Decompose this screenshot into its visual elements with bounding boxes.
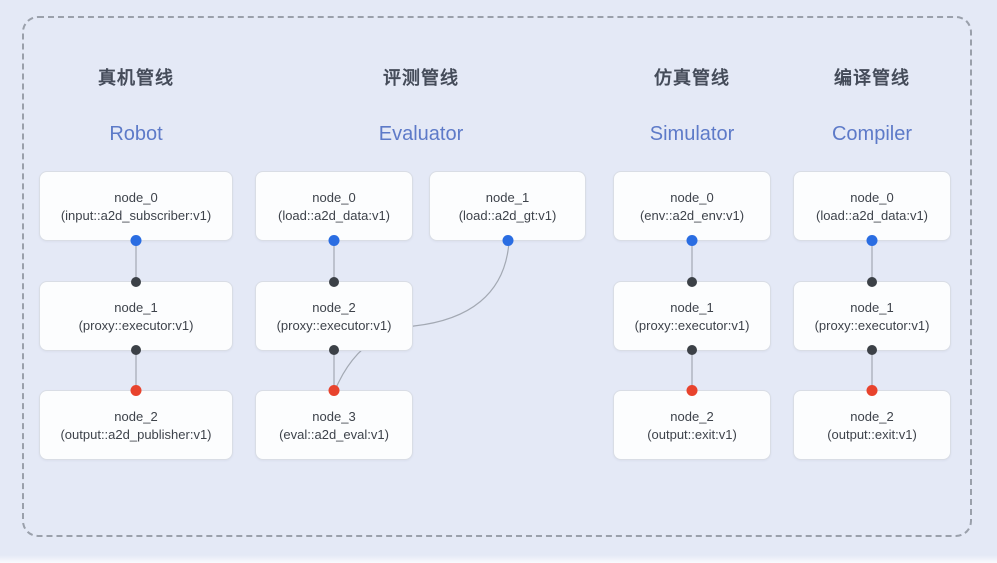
node-robot-1: node_1 (proxy::executor:v1) bbox=[39, 277, 233, 355]
output-port-dot bbox=[867, 345, 877, 355]
node-type: (output::exit:v1) bbox=[647, 426, 737, 442]
input-port-dot bbox=[687, 277, 697, 287]
node-name: node_3 bbox=[312, 408, 356, 424]
source-port-dot bbox=[866, 235, 878, 246]
node-name: node_0 bbox=[670, 189, 714, 205]
terminal-port-dot bbox=[328, 385, 340, 396]
node-name: node_1 bbox=[850, 299, 894, 315]
node-robot-2: node_2 (output::a2d_publisher:v1) bbox=[39, 385, 233, 460]
dashed-border-frame bbox=[22, 16, 972, 537]
node-type: (load::a2d_data:v1) bbox=[277, 207, 391, 223]
node-name: node_0 bbox=[114, 189, 158, 205]
terminal-port-dot bbox=[686, 385, 698, 396]
pipeline-simulator-title-en: Simulator bbox=[649, 123, 735, 145]
source-port-dot bbox=[130, 235, 142, 246]
node-compiler-0: node_0 (load::a2d_data:v1) bbox=[793, 171, 951, 246]
input-port-dot bbox=[867, 277, 877, 287]
node-simulator-0: node_0 (env::a2d_env:v1) bbox=[613, 171, 771, 246]
source-port-dot bbox=[328, 235, 340, 246]
node-type: (proxy::executor:v1) bbox=[634, 317, 750, 333]
node-type: (load::a2d_gt:v1) bbox=[458, 207, 557, 223]
input-port-dot bbox=[131, 277, 141, 287]
edge-eval-n1-n3-curve bbox=[335, 241, 510, 389]
node-evaluator-2: node_2 (proxy::executor:v1) bbox=[255, 277, 413, 355]
pipeline-evaluator-title-zh: 评测管线 bbox=[383, 68, 459, 88]
node-type: (load::a2d_data:v1) bbox=[815, 207, 929, 223]
pipeline-robot-title-zh: 真机管线 bbox=[98, 68, 174, 88]
pipeline-robot-title-en: Robot bbox=[109, 123, 163, 145]
source-port-dot bbox=[502, 235, 513, 246]
node-name: node_2 bbox=[670, 408, 714, 424]
node-evaluator-0: node_0 (load::a2d_data:v1) bbox=[255, 171, 413, 246]
node-name: node_2 bbox=[850, 408, 894, 424]
source-port-dot bbox=[686, 235, 698, 246]
node-type: (proxy::executor:v1) bbox=[276, 317, 392, 333]
node-evaluator-3: node_3 (eval::a2d_eval:v1) bbox=[255, 385, 413, 460]
node-type: (input::a2d_subscriber:v1) bbox=[60, 207, 212, 223]
node-type: (proxy::executor:v1) bbox=[78, 317, 194, 333]
node-type: (env::a2d_env:v1) bbox=[639, 207, 745, 223]
node-name: node_2 bbox=[312, 299, 356, 315]
input-port-dot bbox=[329, 277, 339, 287]
output-port-dot bbox=[687, 345, 697, 355]
node-compiler-2: node_2 (output::exit:v1) bbox=[793, 385, 951, 460]
node-robot-0: node_0 (input::a2d_subscriber:v1) bbox=[39, 171, 233, 246]
node-name: node_1 bbox=[114, 299, 158, 315]
node-simulator-2: node_2 (output::exit:v1) bbox=[613, 385, 771, 460]
output-port-dot bbox=[329, 345, 339, 355]
node-type: (output::exit:v1) bbox=[827, 426, 917, 442]
output-port-dot bbox=[131, 345, 141, 355]
node-simulator-1: node_1 (proxy::executor:v1) bbox=[613, 277, 771, 355]
node-compiler-1: node_1 (proxy::executor:v1) bbox=[793, 277, 951, 355]
node-type: (output::a2d_publisher:v1) bbox=[60, 426, 212, 442]
pipeline-evaluator-title-en: Evaluator bbox=[378, 123, 464, 145]
node-name: node_0 bbox=[312, 189, 356, 205]
node-name: node_1 bbox=[485, 189, 530, 205]
node-evaluator-1: node_1 (load::a2d_gt:v1) bbox=[429, 171, 586, 246]
node-name: node_0 bbox=[850, 189, 894, 205]
node-name: node_2 bbox=[114, 408, 158, 424]
node-type: (eval::a2d_eval:v1) bbox=[279, 426, 389, 442]
node-name: node_1 bbox=[670, 299, 714, 315]
terminal-port-dot bbox=[130, 385, 142, 396]
pipeline-simulator-title-zh: 仿真管线 bbox=[654, 68, 730, 88]
pipeline-compiler-title-zh: 编译管线 bbox=[834, 68, 910, 88]
pipeline-compiler-title-en: Compiler bbox=[831, 123, 913, 145]
terminal-port-dot bbox=[866, 385, 878, 396]
node-type: (proxy::executor:v1) bbox=[814, 317, 930, 333]
